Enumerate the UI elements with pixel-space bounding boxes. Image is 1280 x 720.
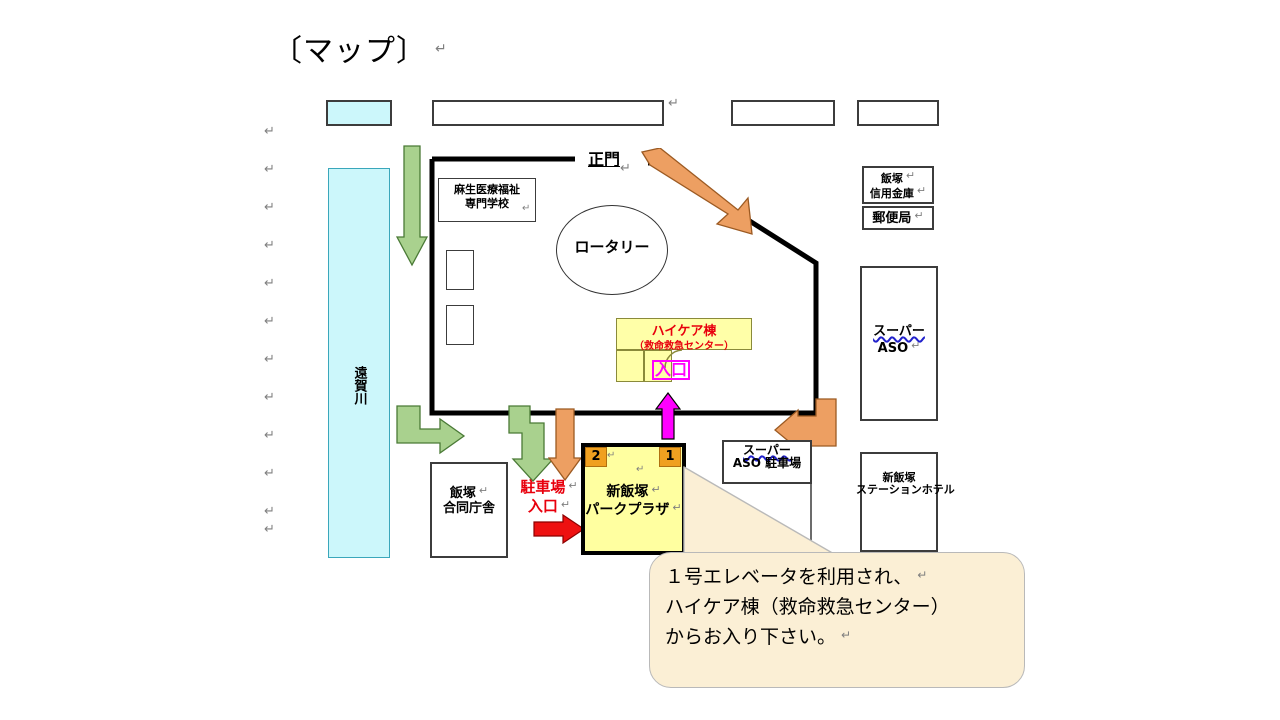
main-gate-label: 正門: [588, 150, 621, 169]
plaza-label-line2: パークプラザ↵: [585, 501, 682, 519]
green-down-arrow-north: [396, 145, 428, 267]
park-plaza-label: 新飯塚↵ パークプラザ↵: [581, 483, 686, 519]
top-block-1: [326, 100, 392, 126]
orange-elbow-arrow-east: [774, 398, 837, 450]
top-block-2: [432, 100, 664, 126]
shin-iizuka-station-hotel-building: [860, 452, 938, 552]
paragraph-mark: ↵: [264, 314, 275, 329]
rotary-label: ロータリー: [574, 238, 650, 256]
callout-line-2: ハイケア棟（救命救急センター）: [665, 596, 950, 619]
top-block-3: [731, 100, 835, 126]
iizuka-shinkin-bank-building: [862, 166, 934, 204]
paragraph-mark: ↵: [264, 522, 275, 537]
highcare-annex-east: [644, 350, 672, 382]
callout-line-3: からお入り下さい。↵: [665, 626, 852, 649]
plaza-label-line1: 新飯塚↵: [606, 483, 661, 500]
magenta-up-arrow-entrance: [655, 392, 681, 440]
super-aso-parking-label: スーパー ASO 駐車場: [732, 443, 802, 471]
rotary-circle: [556, 205, 668, 295]
post-office-building: [862, 206, 934, 230]
super-aso-building: [860, 266, 938, 421]
paragraph-mark: ↵: [264, 504, 275, 519]
paragraph-mark: ↵: [264, 124, 275, 139]
aso-medical-welfare-school-label: 麻生医療福祉 専門学校: [438, 183, 536, 211]
site-wing-building-lower: [446, 305, 474, 345]
shin-iizuka-station-hotel-label: 新飯塚 ステーションホテル: [856, 471, 955, 497]
paragraph-mark: ↵: [264, 428, 275, 443]
paragraph-mark: ↵: [636, 464, 645, 475]
paragraph-mark: ↵: [264, 466, 275, 481]
green-elbow-arrow-parking: [508, 405, 555, 482]
callout-text: １号エレベータを利用され、↵ ハイケア棟（救命救急センター） からお入り下さい。…: [665, 562, 1015, 652]
paragraph-mark: ↵: [264, 352, 275, 367]
parking-entrance-line2: 入口↵: [527, 496, 571, 515]
paragraph-mark: ↵: [620, 161, 631, 176]
river-label: 遠賀川: [351, 365, 367, 405]
parking-entrance-label: 駐車場↵ 入口↵: [518, 478, 580, 516]
highcare-entrance-label: 入口: [652, 360, 691, 380]
iizuka-joint-government-office-building: [430, 462, 508, 558]
site-wing-building-upper: [446, 250, 474, 290]
callout-bubble: [649, 552, 1025, 688]
paragraph-mark: ↵: [668, 96, 679, 111]
parking-entrance-line1: 駐車場↵: [520, 478, 578, 496]
school-label-line1: 麻生医療福祉: [454, 183, 520, 196]
paragraph-mark: ↵: [264, 390, 275, 405]
paragraph-mark: ↵: [435, 41, 448, 57]
orange-down-arrow-parking: [548, 408, 582, 482]
paragraph-mark: ↵: [264, 276, 275, 291]
page-title-text: 〔マップ〕: [272, 34, 427, 69]
paragraph-mark: ↵: [522, 203, 531, 214]
aso-medical-welfare-school-building: [438, 178, 536, 222]
top-block-4: [857, 100, 939, 126]
highcare-building: [616, 318, 752, 350]
orange-diagonal-arrow-main-gate: [640, 148, 753, 235]
red-right-arrow-parking-entrance: [533, 514, 585, 544]
onga-river-band: [328, 168, 390, 558]
entrance-door-arc-icon: [664, 349, 683, 369]
super-aso-label: スーパー ASO↵: [873, 324, 925, 356]
elevator-marker-1: 1: [659, 447, 681, 467]
post-office-label: 郵便局↵: [872, 209, 924, 226]
paragraph-mark: ↵: [264, 200, 275, 215]
paragraph-mark: ↵: [264, 162, 275, 177]
super-aso-parking-lot: [722, 440, 812, 484]
paragraph-mark: ↵: [607, 450, 616, 461]
elevator-marker-2: 2: [585, 447, 607, 467]
highcare-label-line2: （救命救急センター）: [634, 341, 734, 352]
page-title: 〔マップ〕 ↵: [272, 36, 448, 68]
paragraph-mark: ↵: [264, 238, 275, 253]
green-elbow-arrow-southwest: [396, 405, 466, 455]
callout-line-1: １号エレベータを利用され、↵: [665, 566, 928, 588]
iizuka-joint-government-office-label: 飯塚↵ 合同庁舎: [442, 484, 495, 516]
school-label-line2: 専門学校: [465, 196, 509, 210]
highcare-label-line1: ハイケア棟: [651, 324, 717, 339]
iizuka-shinkin-bank-label: 飯塚↵ 信用金庫↵: [869, 169, 927, 201]
highcare-annex-west: [616, 350, 644, 382]
